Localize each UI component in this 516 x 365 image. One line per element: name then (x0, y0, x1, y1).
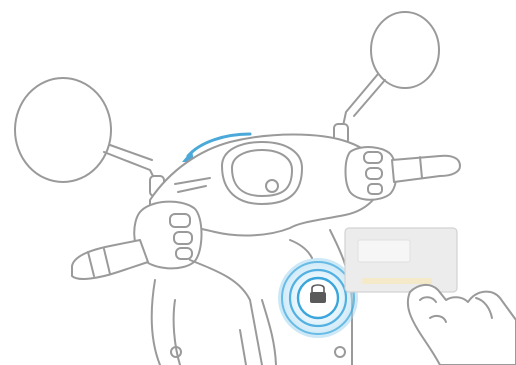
left-mirror (15, 78, 164, 196)
left-grip (72, 202, 202, 279)
nfc-card (345, 228, 457, 292)
hand (408, 285, 516, 365)
right-grip (346, 147, 461, 200)
right-mirror (334, 12, 439, 144)
